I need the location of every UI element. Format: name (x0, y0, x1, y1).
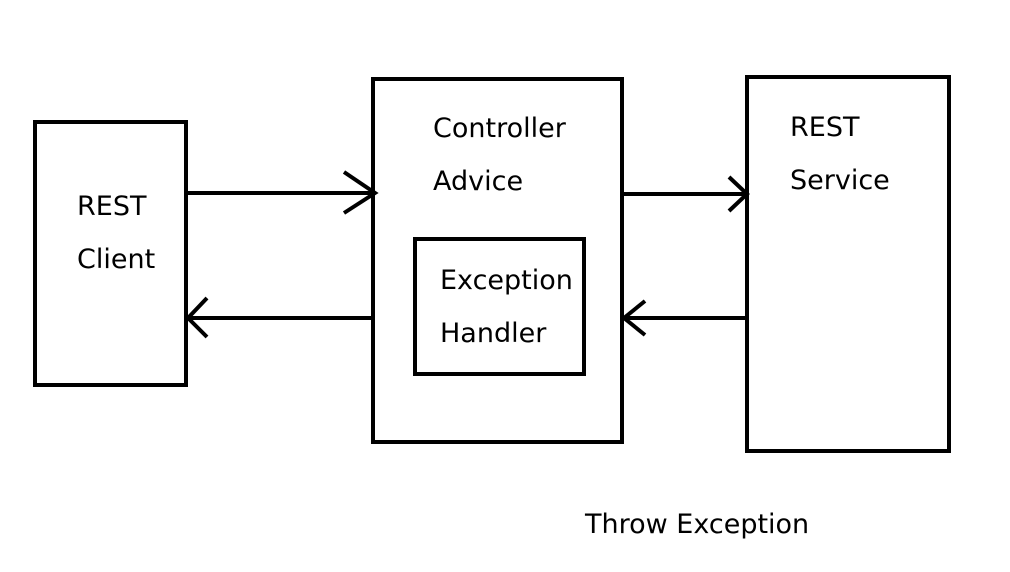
rest-service-label-line1: REST (790, 112, 860, 143)
controller-advice-label-line1: Controller (433, 113, 566, 144)
controller-advice-label-line2: Advice (433, 166, 524, 197)
exception-handler-box (413, 237, 586, 376)
controller-advice-label: Controller Advice (433, 102, 566, 208)
arrow-advice-to-client (185, 296, 371, 339)
exception-handler-label-line2: Handler (440, 318, 547, 349)
rest-client-box (33, 120, 188, 387)
rest-service-label-line2: Service (790, 165, 890, 196)
rest-service-box (745, 75, 951, 453)
rest-client-label-line1: REST (77, 191, 147, 222)
rest-service-label: REST Service (790, 101, 890, 207)
rest-client-label: REST Client (77, 180, 155, 286)
throw-exception-annotation: Throw Exception (585, 509, 810, 540)
rest-client-label-line2: Client (77, 244, 156, 275)
arrow-service-to-advice (620, 299, 745, 337)
exception-handler-label-line1: Exception (440, 265, 573, 296)
exception-handler-label: Exception Handler (440, 254, 573, 360)
arrow-advice-to-service (624, 175, 750, 213)
arrow-client-to-advice (188, 170, 379, 215)
